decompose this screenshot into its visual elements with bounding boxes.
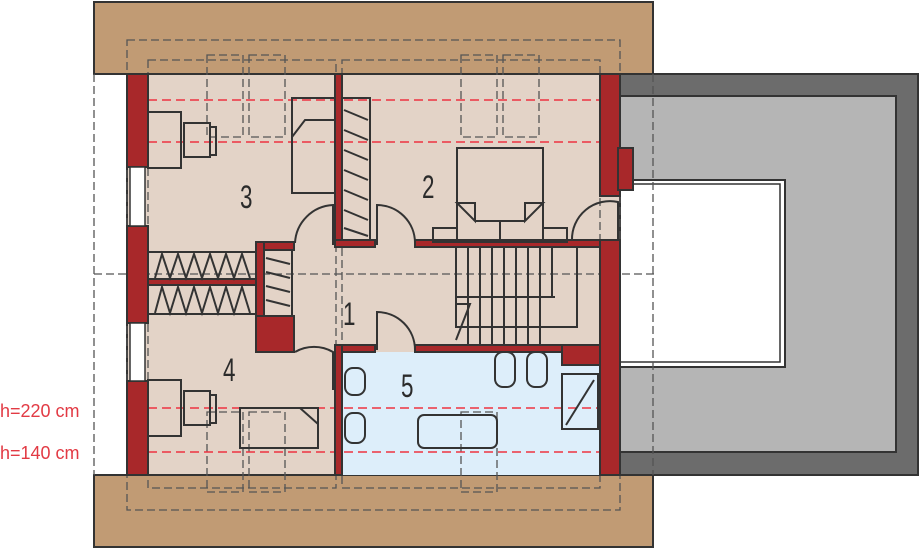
terrace-opening: [619, 179, 786, 368]
roof-top: [93, 1, 654, 75]
room-number-3: 3: [240, 179, 252, 215]
doors: [294, 200, 619, 390]
room-number-1: 1: [343, 296, 355, 332]
height-label-140: h=140 cm: [0, 443, 80, 463]
bathroom-fixtures: [344, 351, 599, 449]
room-number-5: 5: [401, 368, 413, 404]
furniture: [147, 97, 568, 449]
room-number-2: 2: [422, 169, 434, 205]
bathroom-area: [342, 352, 600, 475]
roof-bottom: [93, 474, 654, 548]
staircase: [455, 246, 578, 345]
height-label-220: h=220 cm: [0, 401, 80, 421]
wardrobes: [147, 97, 371, 317]
room-number-4: 4: [223, 352, 235, 388]
